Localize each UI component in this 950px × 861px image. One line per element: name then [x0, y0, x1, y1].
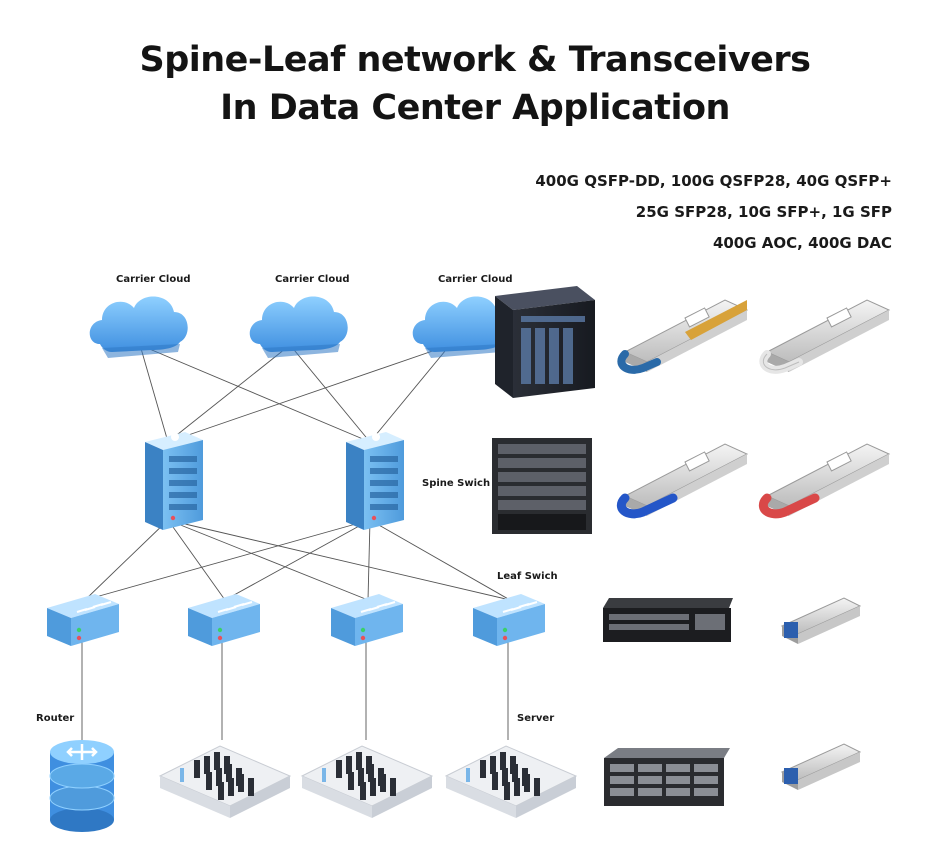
leaf-switch-label: Leaf Swich	[497, 571, 558, 582]
server-room-icon	[445, 745, 577, 819]
carrier-cloud-icon	[249, 296, 348, 358]
transceiver-white-pull-tab-image	[759, 299, 890, 374]
transceiver-sfp-image	[781, 597, 861, 645]
transceiver-red-pull-tab-image	[758, 443, 890, 519]
spine-chassis-image	[492, 438, 592, 534]
transceiver-sfp-image	[781, 743, 861, 791]
server-room-icon	[159, 745, 291, 819]
leaf-switch-icon	[46, 593, 120, 647]
core-chassis-image	[495, 286, 595, 398]
product-list-line-2: 25G SFP28, 10G SFP+, 1G SFP	[635, 203, 892, 221]
cloud-label-2: Carrier Cloud	[275, 274, 350, 285]
router-label: Router	[36, 713, 75, 724]
carrier-cloud-icon	[89, 296, 188, 358]
product-list-line-3: 400G AOC, 400G DAC	[712, 234, 892, 252]
leaf-switch-icon	[187, 593, 261, 647]
transceiver-blue-pull-tab-image	[616, 443, 748, 519]
router-icon	[49, 740, 115, 832]
server-room-icon	[301, 745, 433, 819]
product-list-line-1: 400G QSFP-DD, 100G QSFP28, 40G QSFP+	[535, 172, 892, 190]
cloud-label-1: Carrier Cloud	[116, 274, 191, 285]
network-links	[81, 344, 511, 740]
leaf-switch-icon	[472, 593, 546, 647]
storage-server-image	[604, 748, 730, 806]
spine-switch-icon	[346, 432, 404, 530]
page-title-line-2: In Data Center Application	[220, 88, 730, 128]
leaf-switch-image	[603, 598, 733, 642]
spine-switch-label: Spine Swich	[422, 478, 491, 489]
spine-switch-icon	[145, 432, 203, 530]
server-label: Server	[517, 713, 555, 724]
cloud-label-3: Carrier Cloud	[438, 274, 513, 285]
leaf-switch-icon	[330, 593, 404, 647]
page-title-line-1: Spine-Leaf network & Transceivers	[139, 40, 812, 80]
transceiver-qsfp-dd-yellow-image	[617, 299, 748, 374]
